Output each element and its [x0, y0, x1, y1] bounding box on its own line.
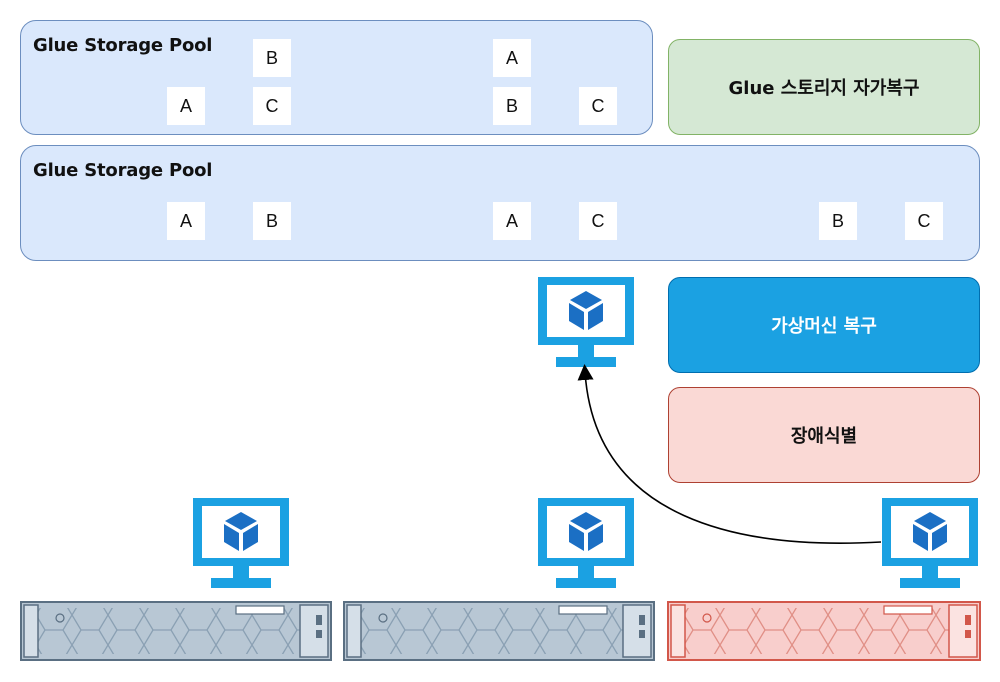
pool-title: Glue Storage Pool — [33, 160, 213, 181]
chunk-c: C — [905, 202, 943, 240]
chunk-a: A — [493, 202, 531, 240]
vm-monitor-icon — [882, 498, 978, 588]
chunk-c: C — [579, 202, 617, 240]
chunk-b: B — [493, 87, 531, 125]
chunk-a: A — [167, 87, 205, 125]
chunk-b: B — [819, 202, 857, 240]
self-heal-box: Glue 스토리지 자가복구 — [668, 39, 980, 135]
chunk-a: A — [167, 202, 205, 240]
rack-server-icon — [343, 601, 655, 661]
chunk-c: C — [253, 87, 291, 125]
rack-server-icon — [20, 601, 332, 661]
chunk-b: B — [253, 202, 291, 240]
vm-monitor-icon — [193, 498, 289, 588]
fault-detect-box: 장애식별 — [668, 387, 980, 483]
vm-monitor-icon — [538, 277, 634, 367]
chunk-a: A — [493, 39, 531, 77]
migration-arrow — [577, 364, 882, 544]
vm-recover-box: 가상머신 복구 — [668, 277, 980, 373]
vm-monitor-icon — [538, 498, 634, 588]
storage-pool-1: Glue Storage Pool — [20, 20, 653, 135]
pool-title: Glue Storage Pool — [33, 35, 213, 56]
chunk-c: C — [579, 87, 617, 125]
chunk-b: B — [253, 39, 291, 77]
failed-rack-server-icon — [667, 601, 981, 661]
